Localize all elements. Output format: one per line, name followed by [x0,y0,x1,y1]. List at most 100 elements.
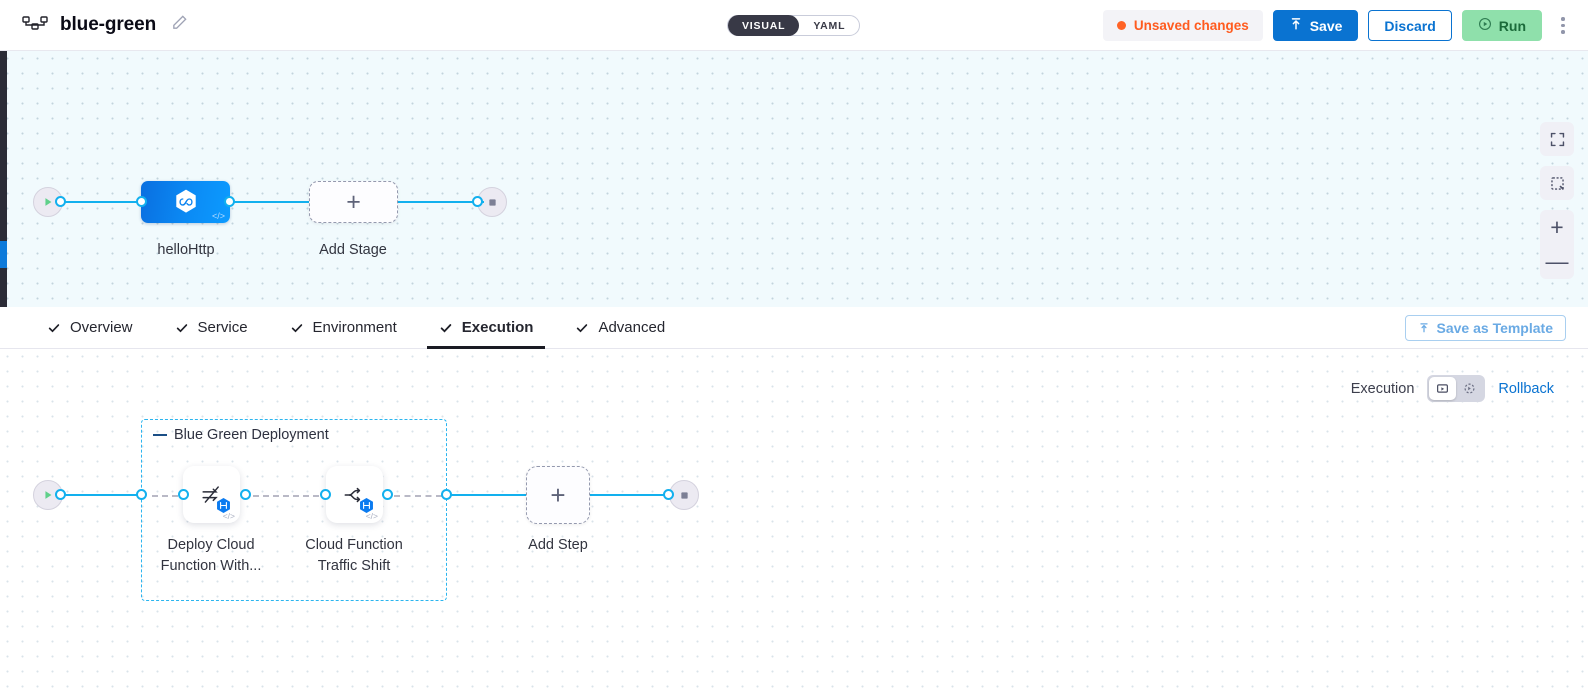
tab-overview-label: Overview [70,319,133,336]
tab-service-label: Service [197,319,248,336]
save-as-template-button[interactable]: Save as Template [1404,315,1566,341]
step-group-title: Blue Green Deployment [153,427,329,443]
save-button[interactable]: Save [1272,10,1359,41]
port-end-in[interactable] [472,196,483,207]
collapse-bar-icon[interactable] [153,433,167,437]
port-group-in[interactable] [136,489,147,500]
kebab-menu-icon[interactable] [1552,10,1574,41]
step2-label: Cloud Function Traffic Shift [279,535,429,577]
save-as-template-label: Save as Template [1436,320,1553,336]
play-circle-icon [1478,17,1492,34]
discard-button-label: Discard [1384,17,1436,34]
tab-execution-label: Execution [461,319,534,336]
step-group-blue-green[interactable] [141,419,447,601]
mode-visual-button[interactable]: VISUAL [728,15,800,36]
tab-advanced[interactable]: Advanced [554,307,686,349]
stage-graph-canvas[interactable]: </> helloHttp + Add Stage [0,51,1588,307]
step-graph-canvas[interactable]: Execution Rollback [0,349,1588,699]
stage-node-label: helloHttp [157,242,215,258]
edge-start-to-group [60,494,146,497]
edge-group-in-dashed [152,495,178,497]
play-icon [45,491,52,499]
step-group-title-label: Blue Green Deployment [174,427,329,443]
step-node-cloud-function-traffic-shift[interactable]: </> [326,466,383,523]
port-start-out[interactable] [55,196,66,207]
edge-start-to-stage [60,201,146,204]
edge-step2-to-group-out [394,495,442,497]
unsaved-changes-badge: Unsaved changes [1102,10,1263,41]
port-step-start-out[interactable] [55,489,66,500]
fit-screen-icon[interactable] [1540,122,1574,156]
config-tabs: Overview Service Environment Execution A… [0,307,686,349]
execution-view-glyph [1437,384,1449,393]
plus-icon: + [550,479,566,510]
execution-view-icon[interactable] [1429,377,1457,400]
pipeline-identity: blue-green [0,14,188,36]
stage-code-glyph: </> [211,211,225,221]
top-bar-actions: Unsaved changes Save Discard [1102,0,1574,51]
tab-environment[interactable]: Environment [269,307,418,349]
pipeline-icon [22,15,48,35]
port-step1-out[interactable] [240,489,251,500]
add-stage-button[interactable]: + [309,181,398,223]
plus-icon: + [346,187,361,216]
port-stage-in[interactable] [136,196,147,207]
step-node-deploy-cloud-function[interactable]: </> [183,466,240,523]
kebab-dot [1561,23,1565,28]
tab-overview[interactable]: Overview [26,307,154,349]
rollback-view-glyph [1464,383,1475,394]
tab-environment-label: Environment [312,319,397,336]
add-step-button[interactable]: + [526,466,590,524]
kebab-dot [1561,17,1565,21]
check-icon [440,323,452,333]
step-code-glyph: </> [222,511,235,521]
execution-controls: Execution Rollback [1351,375,1554,402]
port-step-end-in[interactable] [663,489,674,500]
unsaved-changes-label: Unsaved changes [1133,18,1249,33]
tab-execution[interactable]: Execution [418,307,555,349]
zoom-in-icon[interactable]: + [1550,213,1564,240]
run-button-label: Run [1498,17,1526,34]
stop-icon [680,491,688,499]
config-tabs-row: Overview Service Environment Execution A… [0,307,1588,349]
check-icon [291,323,302,332]
step1-label-line1: Deploy Cloud [167,537,255,553]
edge-addstep-to-end [588,494,672,497]
port-group-out[interactable] [441,489,452,500]
port-step1-in[interactable] [178,489,189,500]
edge-group-to-addstep [450,494,526,497]
edge-step1-to-step2 [253,495,319,497]
harness-hex-badge [360,498,373,513]
port-step2-out[interactable] [382,489,393,500]
zoom-controls[interactable]: + — [1540,210,1574,279]
stop-icon [488,198,496,206]
run-button[interactable]: Run [1461,10,1542,41]
rollback-link[interactable]: Rollback [1498,380,1554,397]
kebab-dot [1561,30,1565,34]
tab-service[interactable]: Service [154,307,269,349]
selection-box-icon[interactable] [1540,166,1574,200]
zoom-out-icon[interactable]: — [1545,248,1569,275]
pencil-icon[interactable] [168,14,188,36]
add-stage-label: Add Stage [319,242,387,258]
infinity-hexagon-icon [175,189,196,213]
port-stage-out[interactable] [224,196,235,207]
port-step2-in[interactable] [320,489,331,500]
template-upload-icon [1419,323,1428,333]
edge-add-to-end [392,201,484,204]
stage-node-hellohttp[interactable]: </> [141,181,230,223]
mode-toggle[interactable]: VISUAL YAML [727,15,861,36]
execution-rollback-toggle[interactable] [1427,375,1486,402]
deploy-arrows-icon [201,485,219,503]
step1-label: Deploy Cloud Function With... [136,535,286,577]
discard-button[interactable]: Discard [1368,10,1452,41]
mode-yaml-button[interactable]: YAML [813,19,846,32]
upload-icon [1289,17,1303,34]
left-rail-active-marker [0,241,7,268]
canvas-controls: + — [1540,122,1574,279]
rollback-view-icon[interactable] [1456,377,1483,400]
check-icon [48,323,60,332]
edge-stage-to-add [222,201,314,204]
top-bar: blue-green VISUAL YAML Unsaved changes [0,0,1588,51]
